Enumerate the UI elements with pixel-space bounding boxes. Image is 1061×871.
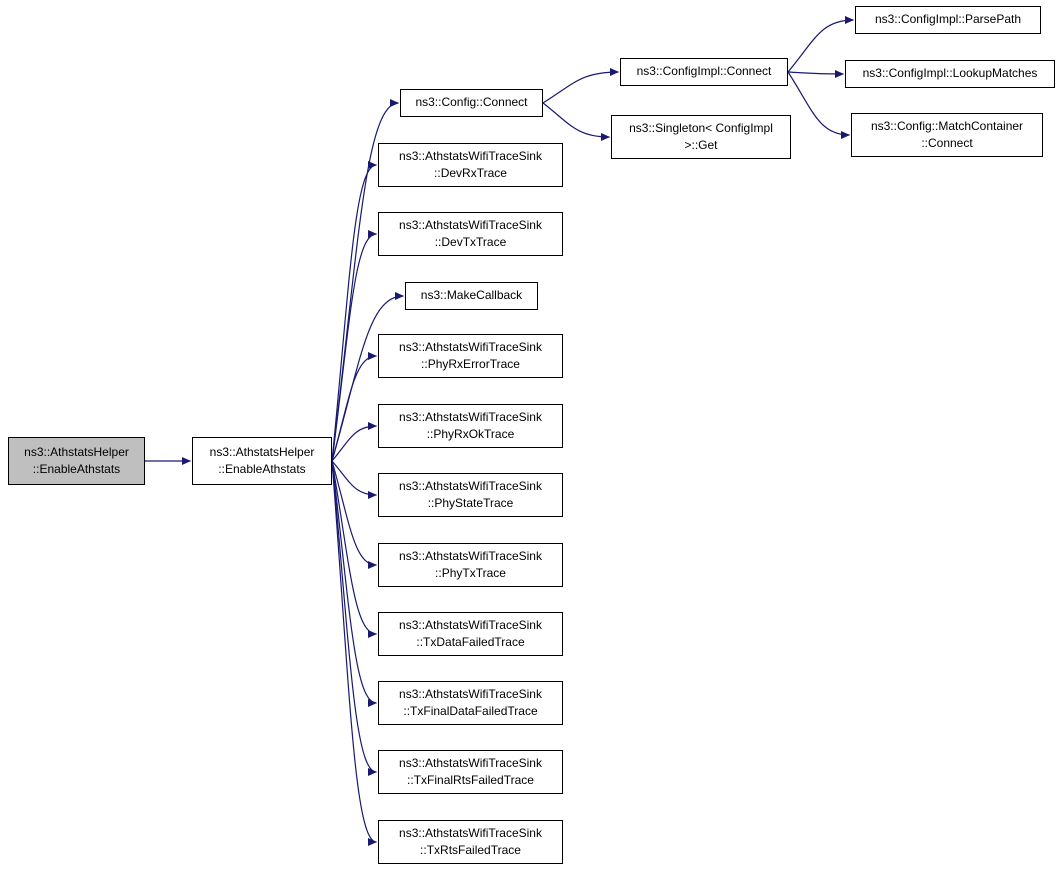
graph-node-configimpl-parsepath[interactable]: ns3::ConfigImpl::ParsePath [855, 6, 1041, 34]
node-label-line: ::PhyRxErrorTrace [421, 357, 520, 371]
graph-node-phy-rx-ok-trace[interactable]: ns3::AthstatsWifiTraceSink::PhyRxOkTrace [378, 404, 563, 448]
node-label-line: ::PhyTxTrace [435, 566, 506, 580]
graph-node-athstatshelper-enableathstats-hub[interactable]: ns3::AthstatsHelper::EnableAthstats [192, 437, 332, 485]
graph-node-dev-tx-trace[interactable]: ns3::AthstatsWifiTraceSink::DevTxTrace [378, 212, 563, 256]
node-label-line: ns3::Config::MatchContainer [870, 118, 1024, 133]
graph-node-matchcontainer-connect[interactable]: ns3::Config::MatchContainer::Connect [851, 113, 1043, 157]
node-label-line: ns3::AthstatsHelper [209, 444, 315, 459]
call-edge-athstatshelper-enableathstats-hub-to-phy-state-trace [331, 460, 377, 499]
node-label-line: ::TxFinalRtsFailedTrace [407, 773, 534, 787]
graph-node-dev-rx-trace[interactable]: ns3::AthstatsWifiTraceSink::DevRxTrace [378, 143, 563, 187]
call-edge-athstatshelper-enableathstats-hub-to-tx-final-rts-failed-trace [331, 460, 377, 776]
call-edge-config-connect-to-singleton-configimpl-get [542, 102, 610, 141]
node-label-line: ns3::AthstatsWifiTraceSink [399, 339, 542, 354]
node-label-line: ns3::AthstatsWifiTraceSink [399, 409, 542, 424]
node-label-line: ns3::AthstatsWifiTraceSink [399, 217, 542, 232]
node-label-line: ns3::Config::Connect [415, 95, 528, 110]
node-label-line: ::TxFinalDataFailedTrace [403, 704, 538, 718]
node-label-line: ns3::AthstatsWifiTraceSink [399, 686, 542, 701]
call-edge-athstatshelper-enableathstats-hub-to-phy-rx-error-trace [331, 352, 377, 462]
call-edge-athstatshelper-enableathstats-hub-to-phy-tx-trace [331, 460, 377, 569]
node-label-line: ns3::Singleton< ConfigImpl [629, 120, 773, 135]
call-edge-configimpl-connect-to-configimpl-lookupmatches [787, 69, 844, 78]
graph-node-tx-final-rts-failed-trace[interactable]: ns3::AthstatsWifiTraceSink::TxFinalRtsFa… [378, 750, 563, 794]
node-label-line: ns3::MakeCallback [420, 288, 523, 303]
node-label-line: ::TxRtsFailedTrace [420, 843, 521, 857]
call-edge-athstatshelper-enableathstats-hub-to-dev-tx-trace [331, 230, 377, 462]
node-label-line: ns3::AthstatsWifiTraceSink [399, 755, 542, 770]
graph-node-make-callback[interactable]: ns3::MakeCallback [405, 282, 538, 310]
node-label-line: >::Get [684, 138, 718, 152]
node-label-line: ns3::ConfigImpl::LookupMatches [862, 66, 1038, 81]
node-label-line: ::PhyRxOkTrace [426, 427, 515, 441]
call-edge-config-connect-to-configimpl-connect [542, 68, 619, 104]
node-label-line: ns3::AthstatsWifiTraceSink [399, 478, 542, 493]
node-label-line: ns3::ConfigImpl::ParsePath [874, 12, 1022, 27]
node-label-line: ::DevRxTrace [434, 166, 507, 180]
node-label-line: ::DevTxTrace [434, 235, 507, 249]
call-edge-athstatshelper-enableathstats-hub-to-tx-data-failed-trace [331, 460, 377, 638]
graph-node-athstatshelper-enableathstats-src[interactable]: ns3::AthstatsHelper::EnableAthstats [8, 437, 145, 485]
node-label-line: ns3::AthstatsWifiTraceSink [399, 148, 542, 163]
call-edge-configimpl-connect-to-matchcontainer-connect [787, 71, 850, 139]
node-label-line: ns3::AthstatsWifiTraceSink [399, 548, 542, 563]
node-label-line: ::TxDataFailedTrace [416, 635, 525, 649]
graph-node-tx-rts-failed-trace[interactable]: ns3::AthstatsWifiTraceSink::TxRtsFailedT… [378, 820, 563, 864]
node-label-line: ns3::AthstatsWifiTraceSink [399, 825, 542, 840]
graph-node-phy-rx-error-trace[interactable]: ns3::AthstatsWifiTraceSink::PhyRxErrorTr… [378, 334, 563, 378]
node-label-line: ::EnableAthstats [218, 462, 306, 476]
graph-node-singleton-configimpl-get[interactable]: ns3::Singleton< ConfigImpl>::Get [611, 115, 791, 159]
graph-node-tx-final-data-failed-trace[interactable]: ns3::AthstatsWifiTraceSink::TxFinalDataF… [378, 681, 563, 725]
call-edge-athstatshelper-enableathstats-hub-to-dev-rx-trace [331, 161, 377, 462]
call-edge-athstatshelper-enableathstats-hub-to-tx-final-data-failed-trace [331, 460, 377, 707]
graph-node-configimpl-lookupmatches[interactable]: ns3::ConfigImpl::LookupMatches [845, 60, 1055, 88]
call-edge-athstatshelper-enableathstats-hub-to-tx-rts-failed-trace [331, 460, 377, 846]
node-label-line: ::Connect [921, 136, 973, 150]
node-label-line: ns3::AthstatsHelper [24, 444, 129, 459]
graph-node-phy-state-trace[interactable]: ns3::AthstatsWifiTraceSink::PhyStateTrac… [378, 473, 563, 517]
node-label-line: ns3::ConfigImpl::Connect [636, 64, 772, 79]
call-edge-athstatshelper-enableathstats-hub-to-phy-rx-ok-trace [331, 422, 377, 462]
call-edge-configimpl-connect-to-configimpl-parsepath [787, 16, 854, 73]
node-label-line: ::PhyStateTrace [427, 496, 514, 510]
graph-node-tx-data-failed-trace[interactable]: ns3::AthstatsWifiTraceSink::TxDataFailed… [378, 612, 563, 656]
node-label-line: ns3::AthstatsWifiTraceSink [399, 617, 542, 632]
node-label-line: ::EnableAthstats [32, 462, 121, 476]
graph-node-phy-tx-trace[interactable]: ns3::AthstatsWifiTraceSink::PhyTxTrace [378, 543, 563, 587]
graph-node-config-connect[interactable]: ns3::Config::Connect [400, 89, 543, 117]
graph-node-configimpl-connect[interactable]: ns3::ConfigImpl::Connect [620, 58, 788, 86]
